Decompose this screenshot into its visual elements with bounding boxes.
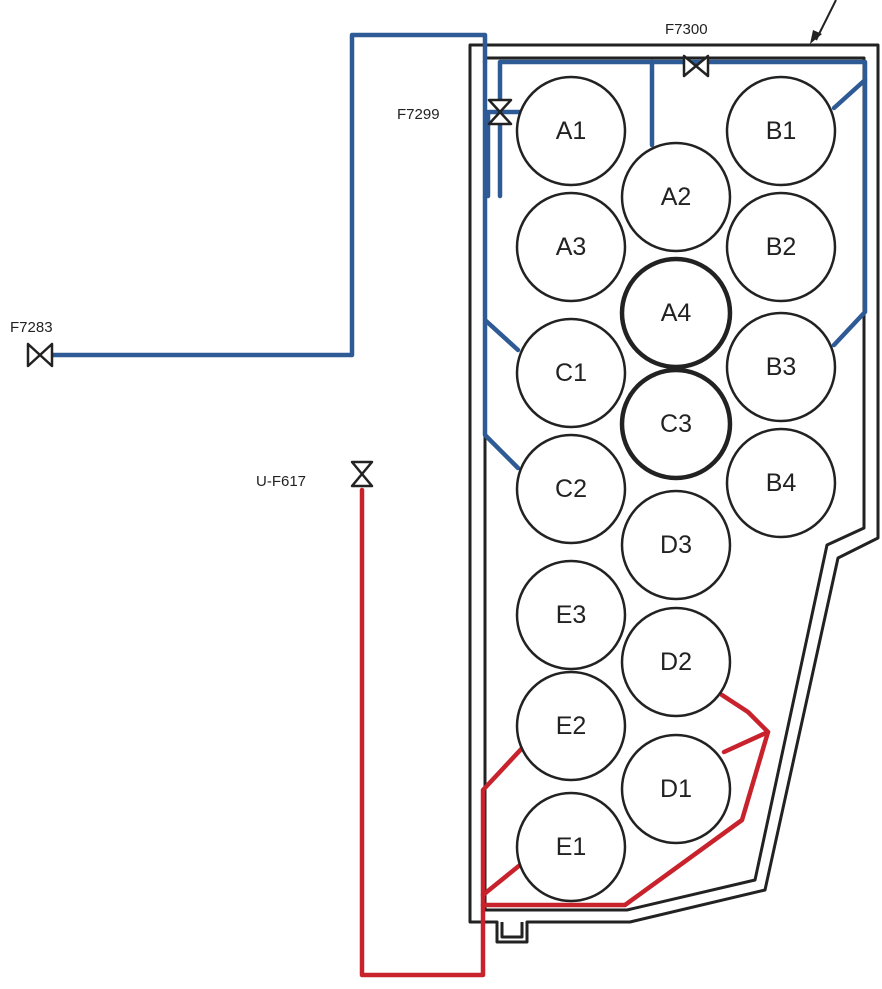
valve-f7299-icon [487,98,513,114]
tank-c1[interactable]: C1 [515,317,627,429]
pointer-arrow [810,0,837,44]
tank-a2-label: A2 [661,183,692,211]
tank-b4[interactable]: B4 [725,427,837,539]
drain-notch [500,922,524,939]
valve-f7300-icon [682,54,698,78]
tank-d3-label: D3 [660,531,692,559]
valve-u-f617[interactable]: U-F617 [256,460,374,490]
tank-c3-label: C3 [660,410,692,438]
tanks: A1 A2 A3 A4 B1 B2 B3 B4 [515,75,837,903]
red-d1-branch [721,729,771,755]
tank-b4-label: B4 [766,469,797,497]
tank-a4[interactable]: A4 [619,256,733,370]
blue-main-line [47,32,488,358]
tank-b3[interactable]: B3 [725,311,837,423]
tank-c1-label: C1 [555,359,587,387]
tank-e1-label: E1 [556,833,587,861]
valve-f7299-label: F7299 [397,106,440,123]
valve-f7300-label: F7300 [665,21,708,38]
tank-e1[interactable]: E1 [515,791,627,903]
tank-c3[interactable]: C3 [619,367,733,481]
tank-b1[interactable]: B1 [725,75,837,187]
tank-b1-label: B1 [766,117,797,145]
tank-d2-label: D2 [660,648,692,676]
tank-b2-label: B2 [766,233,797,261]
tank-d2[interactable]: D2 [620,606,732,718]
tank-a3-label: A3 [556,233,587,261]
tank-a2[interactable]: A2 [620,141,732,253]
valve-f7283-icon [26,342,42,368]
red-loop [480,692,771,908]
tank-d1[interactable]: D1 [620,733,732,845]
tank-e2[interactable]: E2 [515,670,627,782]
red-e1-branch [480,862,523,898]
valve-f7283[interactable]: F7283 [10,319,54,368]
valve-f7299[interactable]: F7299 [397,98,513,126]
valve-u-f617-icon [350,460,374,476]
blue-a1-branch [485,109,523,199]
red-piping [359,487,771,978]
tank-e2-label: E2 [556,712,587,740]
blue-b1-branch [831,77,868,111]
valve-u-f617-label: U-F617 [256,473,306,490]
tank-a4-label: A4 [661,299,692,327]
outer-wall [468,43,880,944]
blue-c-branch [482,59,521,471]
tank-a1[interactable]: A1 [515,75,627,187]
valve-f7283-label: F7283 [10,319,53,336]
red-main-line [359,487,528,978]
tank-a3[interactable]: A3 [515,191,627,303]
tank-c2-label: C2 [555,475,587,503]
tank-c2[interactable]: C2 [515,433,627,545]
tank-a1-label: A1 [556,117,587,145]
tank-e3[interactable]: E3 [515,559,627,671]
tank-b3-label: B3 [766,353,797,381]
tank-d1-label: D1 [660,775,692,803]
valve-f7300[interactable]: F7300 [665,21,710,78]
tank-d3[interactable]: D3 [620,489,732,601]
tank-b2[interactable]: B2 [725,191,837,303]
tank-e3-label: E3 [556,601,587,629]
